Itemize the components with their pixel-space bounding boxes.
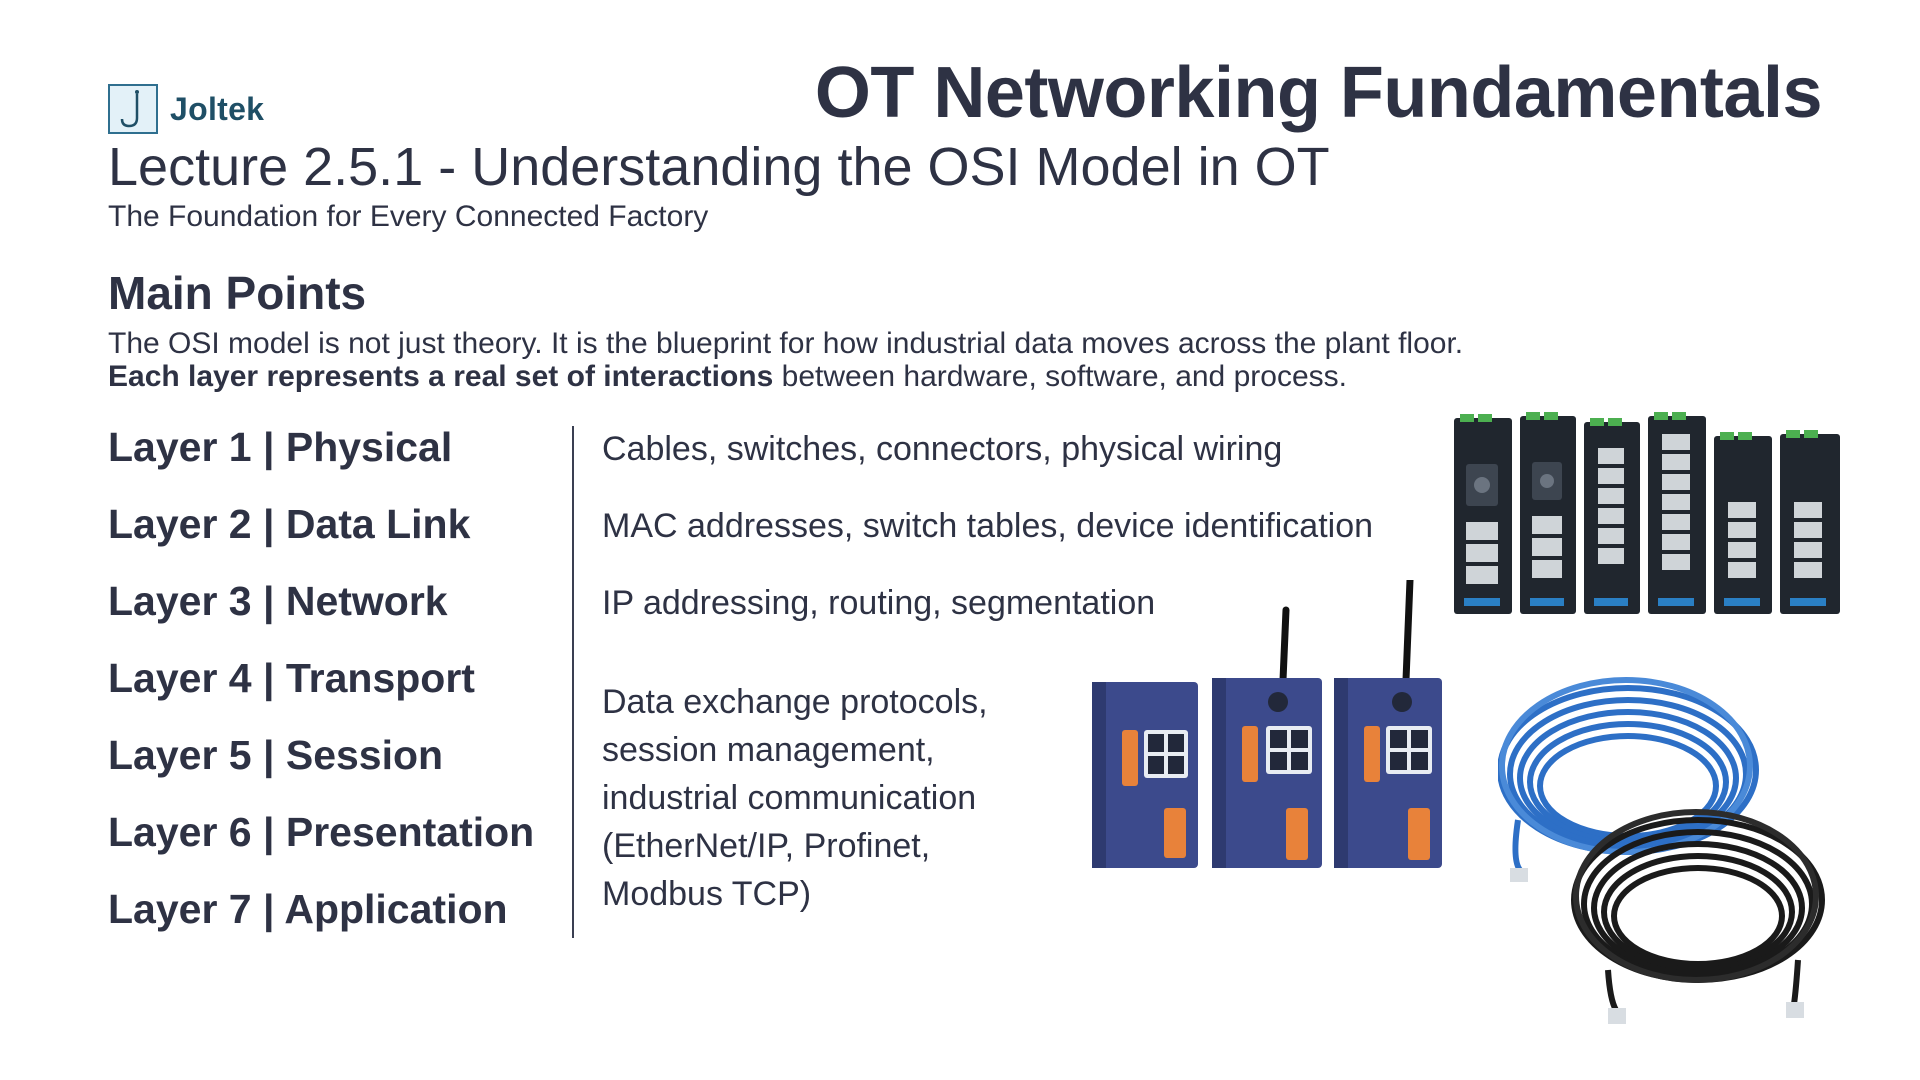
intro-line-1: The OSI model is not just theory. It is … (108, 327, 1464, 360)
column-divider (572, 426, 574, 938)
intro-line-2: Each layer represents a real set of inte… (108, 360, 1668, 393)
intro-emphasis: Each layer represents a real set of inte… (108, 360, 774, 393)
layer-4-label: Layer 4 | Transport (108, 655, 475, 701)
lecture-subtitle: The Foundation for Every Connected Facto… (108, 200, 709, 233)
upper-desc-line: Data exchange protocols, (602, 683, 988, 721)
layer-3-label: Layer 3 | Network (108, 578, 448, 624)
upper-layers-description: Data exchange protocols, session managem… (602, 678, 1032, 918)
brand-name: Joltek (170, 90, 265, 127)
ethernet-cable-coils-image (1497, 670, 1848, 1030)
data-link-description: MAC addresses, switch tables, device ide… (602, 507, 1374, 545)
layer-7-label: Layer 7 | Application (108, 886, 508, 932)
osi-layer-list: Layer 1 | Physical Layer 2 | Data Link L… (108, 424, 534, 963)
lecture-title: Lecture 2.5.1 - Understanding the OSI Mo… (108, 137, 1330, 197)
upper-desc-line: session management, (602, 731, 935, 769)
network-description: IP addressing, routing, segmentation (602, 584, 1156, 622)
brand-logo: Joltek (108, 84, 264, 134)
layer-5-label: Layer 5 | Session (108, 732, 444, 778)
section-heading: Main Points (108, 267, 367, 319)
upper-desc-line: industrial communication (602, 779, 977, 817)
j-hook-logo-icon (108, 84, 158, 134)
upper-desc-line: (EtherNet/IP, Profinet, (602, 827, 931, 865)
upper-desc-line: Modbus TCP) (602, 875, 812, 913)
industrial-ethernet-switches-image (1452, 412, 1844, 620)
intro-paragraph: The OSI model is not just theory. It is … (108, 327, 1668, 393)
physical-description: Cables, switches, connectors, physical w… (602, 430, 1283, 468)
layer-1-label: Layer 1 | Physical (108, 424, 453, 470)
intro-line-2-rest: between hardware, software, and process. (773, 360, 1347, 393)
course-title: OT Networking Fundamentals (814, 53, 1823, 133)
industrial-router-modules-image (1088, 576, 1448, 880)
layer-6-label: Layer 6 | Presentation (108, 809, 535, 855)
layer-2-label: Layer 2 | Data Link (108, 501, 471, 547)
